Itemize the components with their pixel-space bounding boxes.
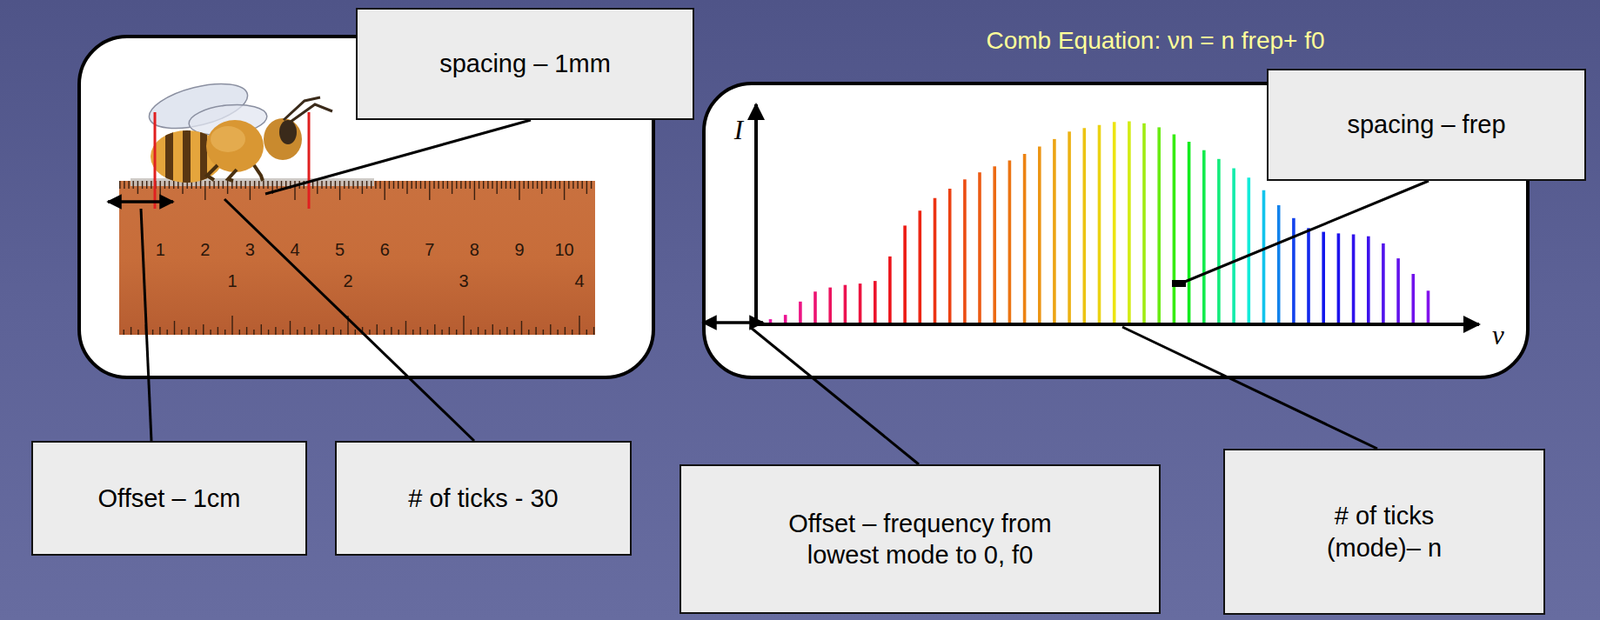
comb-line (963, 179, 967, 325)
comb-line (903, 225, 907, 325)
comb-line (1157, 127, 1161, 325)
ruler-number: 4 (289, 240, 300, 261)
comb-line (1023, 153, 1027, 325)
callout-box: spacing – frep (1266, 68, 1587, 181)
ruler-number: 7 (424, 240, 435, 261)
offset-arrow (107, 200, 174, 204)
comb-line (828, 287, 832, 325)
comb-line (1187, 141, 1192, 325)
leader-line (1180, 180, 1429, 284)
comb-line (977, 172, 982, 325)
comb-line (1037, 147, 1042, 326)
comb-line (1217, 159, 1221, 325)
comb-line (1127, 121, 1132, 326)
comb-line (1142, 123, 1146, 325)
comb-line (1112, 121, 1117, 325)
comb-line (1306, 227, 1311, 325)
ruler-number: 3 (245, 240, 255, 261)
bee-shadow (130, 178, 375, 187)
leader-line (140, 208, 152, 442)
comb-line (1097, 125, 1102, 325)
leader-lines (140, 120, 1429, 465)
callout-text: Offset – 1cm (98, 482, 242, 515)
axis-label: ν (1492, 320, 1505, 352)
leader-line (749, 327, 919, 465)
comb-line (1396, 258, 1400, 325)
ruler (119, 180, 596, 335)
comb-line (798, 301, 803, 325)
comb-line (1352, 234, 1356, 326)
ruler-ticks (120, 180, 595, 335)
comb-line (1083, 127, 1087, 325)
callout-text: # of ticks - 30 (408, 482, 558, 515)
leader-line (265, 120, 531, 195)
ruler-number: 5 (334, 240, 345, 261)
bee-extent-mark (153, 112, 157, 209)
callout-box: spacing – 1mm (355, 7, 695, 121)
comb-line (1172, 133, 1177, 325)
x-axis (756, 322, 1480, 327)
comb-line (1231, 168, 1236, 326)
comb-line (918, 210, 923, 325)
ruler-number: 6 (380, 240, 390, 261)
y-axis (754, 104, 758, 325)
comb-line (1008, 160, 1012, 326)
ruler-number: 10 (554, 240, 574, 261)
comb-line (948, 188, 952, 325)
callout-box: Offset – 1cm (31, 441, 308, 556)
axis-label: I (734, 114, 744, 147)
ruler-number: 4 (574, 271, 584, 292)
comb-line (933, 198, 938, 325)
comb-line (888, 256, 892, 325)
comb-line (992, 166, 997, 325)
callout-text: Offset – frequency from lowest mode to 0… (763, 508, 1078, 572)
callout-text: # of ticks (mode)– n (1288, 500, 1480, 564)
ruler-number: 8 (469, 240, 480, 261)
ruler-number: 1 (155, 240, 166, 261)
comb-line (1067, 131, 1072, 325)
comb-line (1412, 274, 1416, 325)
offset-arrow (702, 321, 764, 325)
callout-text: spacing – frep (1346, 108, 1506, 141)
spectrum-panel (703, 83, 1528, 378)
comb-line (1337, 233, 1341, 325)
comb-line (1277, 205, 1281, 325)
comb-line (843, 285, 848, 325)
ruler-number: 2 (342, 271, 353, 292)
comb-line (1262, 190, 1266, 325)
callout-text: spacing – 1mm (439, 47, 611, 80)
leader-line (224, 199, 475, 442)
ruler-number: 9 (514, 240, 524, 261)
callout-box: # of ticks - 30 (334, 441, 632, 556)
callout-box: Offset – frequency from lowest mode to 0… (679, 464, 1161, 615)
comb-line (1247, 177, 1252, 325)
equation-title: Comb Equation: νn = n frep+ f0 (985, 26, 1325, 55)
comb-line (1202, 150, 1206, 325)
comb-line (1321, 232, 1326, 325)
comb-line (1426, 290, 1431, 325)
comb-line (873, 281, 877, 325)
leader-line (1122, 327, 1378, 449)
ruler-number: 3 (458, 271, 469, 292)
comb-line (1381, 243, 1386, 325)
callout-box: # of ticks (mode)– n (1223, 448, 1546, 616)
comb-line (813, 291, 817, 325)
comb-line (1366, 236, 1371, 325)
ruler-number: 2 (200, 240, 210, 261)
ruler-number: 1 (227, 271, 237, 292)
comb-line (1052, 139, 1057, 325)
bee-extent-mark (307, 112, 311, 209)
bee (144, 75, 333, 188)
comb-line (858, 283, 863, 325)
comb-line (1292, 218, 1296, 325)
